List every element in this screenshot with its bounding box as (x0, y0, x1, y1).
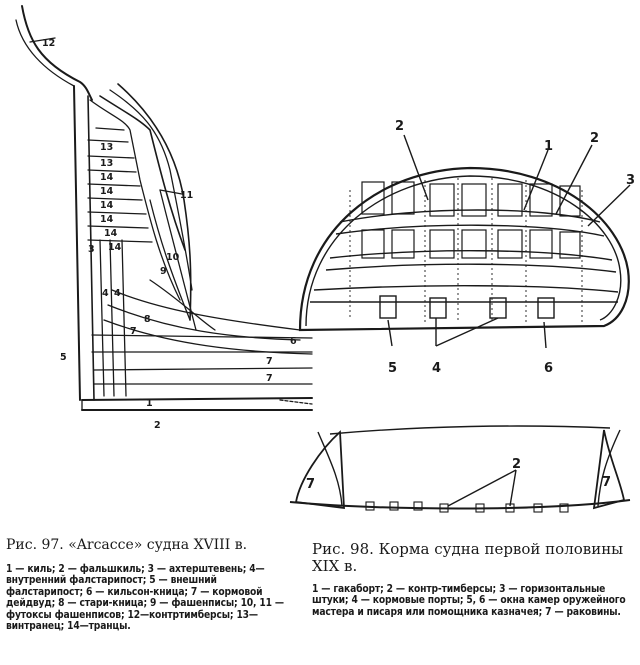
fig97-caption-text: 1 — киль; 2 — фальшкиль; 3 — ахтерштевен… (6, 564, 284, 633)
fig98-label-7a: 7 (306, 477, 315, 492)
fig97-label-14d: 14 (100, 214, 114, 225)
fig97-label-13a: 13 (100, 142, 113, 153)
fig97-label-13b: 13 (100, 158, 113, 169)
fig97-label-5: 5 (60, 352, 67, 363)
fig98-label-5: 5 (388, 361, 397, 376)
fig97-label-7c: 7 (266, 373, 273, 384)
fig98-label-7b: 7 (602, 475, 611, 490)
fig97-label-9: 9 (160, 266, 167, 277)
fig97-label-12: 12 (42, 38, 55, 49)
fig97-caption-title: Рис. 97. «Arcacce» судна XVIII в. (6, 537, 248, 553)
fig97-label-14b: 14 (100, 186, 114, 197)
fig97-label-2: 2 (154, 420, 161, 431)
fig98-label-1-top: 1 (544, 139, 553, 154)
fig98-label-2-bottom: 2 (512, 457, 521, 472)
fig97-label-4b: 4 (114, 288, 121, 299)
fig98-label-3-top: 3 (626, 173, 635, 188)
fig98-label-6: 6 (544, 361, 553, 376)
fig97-label-7b: 7 (266, 356, 273, 367)
fig98-caption-text: 1 — гакаборт; 2 — контр-тимберсы; 3 — го… (312, 584, 626, 618)
fig97-label-7a: 7 (130, 326, 137, 337)
fig98-caption-title: Рис. 98. Корма судна первой половины XIX… (312, 540, 624, 575)
fig97-label-14e: 14 (104, 228, 118, 239)
fig97-label-10: 10 (166, 252, 180, 263)
fig97-label-6: 6 (290, 336, 297, 347)
fig98-label-2-top: 2 (395, 119, 404, 134)
fig98-label-2b-top: 2 (590, 131, 599, 146)
fig97-label-3: 3 (88, 244, 95, 255)
fig97-label-14f: 14 (108, 242, 122, 253)
fig97-label-11: 11 (180, 190, 193, 201)
fig97-label-8: 8 (144, 314, 151, 325)
fig97-label-4a: 4 (102, 288, 109, 299)
fig97-label-14c: 14 (100, 200, 114, 211)
fig97-label-1: 1 (146, 398, 153, 409)
fig98-label-4: 4 (432, 361, 441, 376)
fig97-label-14a: 14 (100, 172, 114, 183)
